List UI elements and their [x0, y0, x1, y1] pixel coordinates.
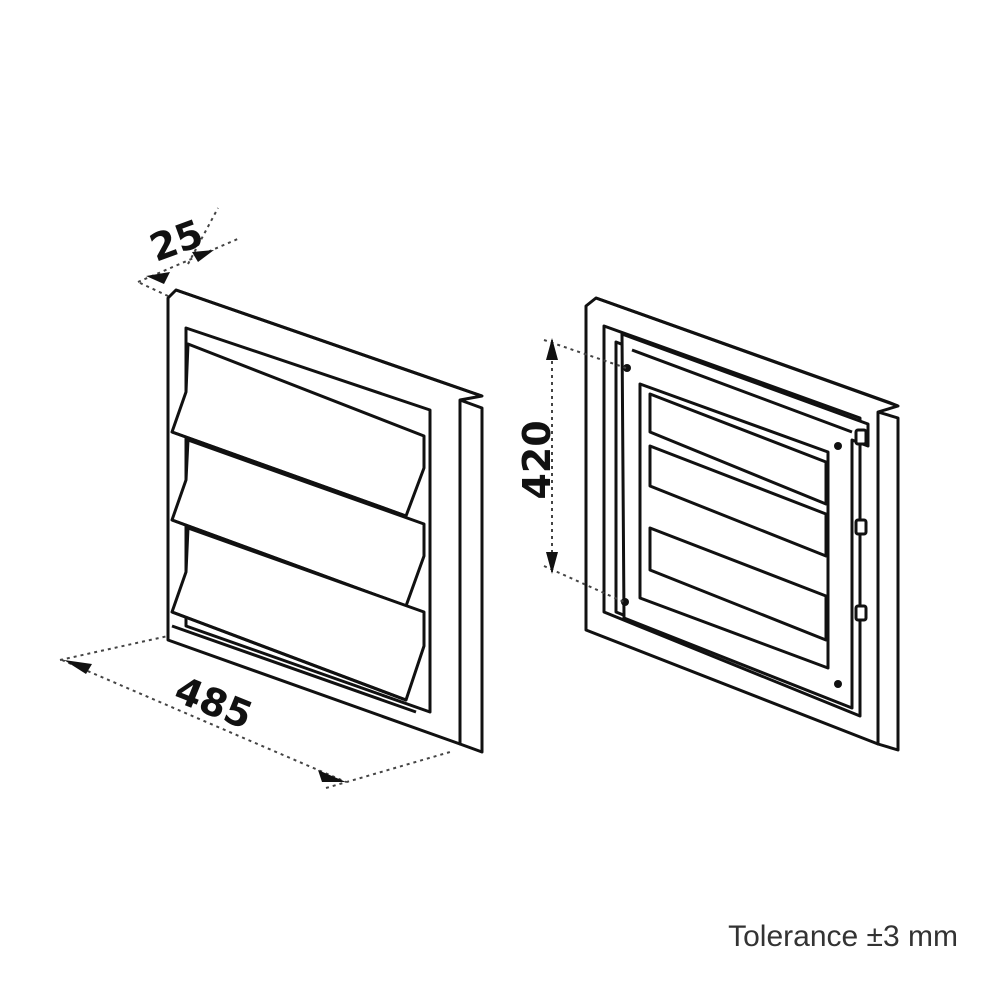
- depth-extension-1: [137, 281, 169, 297]
- back-frame-side: [876, 410, 900, 752]
- back-slat-2: [648, 444, 828, 558]
- width-arrow-right: [318, 770, 346, 782]
- tolerance-note: Tolerance ±3 mm: [728, 920, 958, 953]
- width-extension-1: [59, 635, 169, 661]
- depth-arrow-right: [192, 250, 214, 262]
- back-vent: [584, 296, 900, 752]
- louver-1: [170, 342, 426, 518]
- hinge-3: [854, 604, 868, 622]
- width-arrow-left: [64, 660, 92, 674]
- screw-bottom-right: [834, 680, 842, 688]
- screw-top-left: [623, 364, 631, 372]
- front-vent: [166, 288, 484, 754]
- front-frame-side: [458, 398, 484, 754]
- height-arrow-bottom: [546, 552, 558, 574]
- depth-arrow-left: [146, 272, 170, 284]
- screw-top-right: [834, 442, 842, 450]
- height-arrow-top: [546, 338, 558, 360]
- depth-dimension-line: [137, 237, 241, 283]
- back-slat-1: [648, 392, 828, 506]
- width-dimension-line: [61, 659, 347, 783]
- height-extension-2: [543, 565, 625, 603]
- height-extension-1: [543, 339, 627, 369]
- height-label: 420: [515, 420, 559, 499]
- width-label: 485: [169, 668, 259, 739]
- back-slat-3: [648, 526, 828, 642]
- hinge-1: [854, 428, 868, 446]
- depth-label: 25: [144, 211, 209, 270]
- screw-bottom-left: [621, 598, 629, 606]
- hinge-2: [854, 518, 868, 536]
- louver-3: [170, 526, 426, 702]
- width-extension-2: [325, 751, 451, 789]
